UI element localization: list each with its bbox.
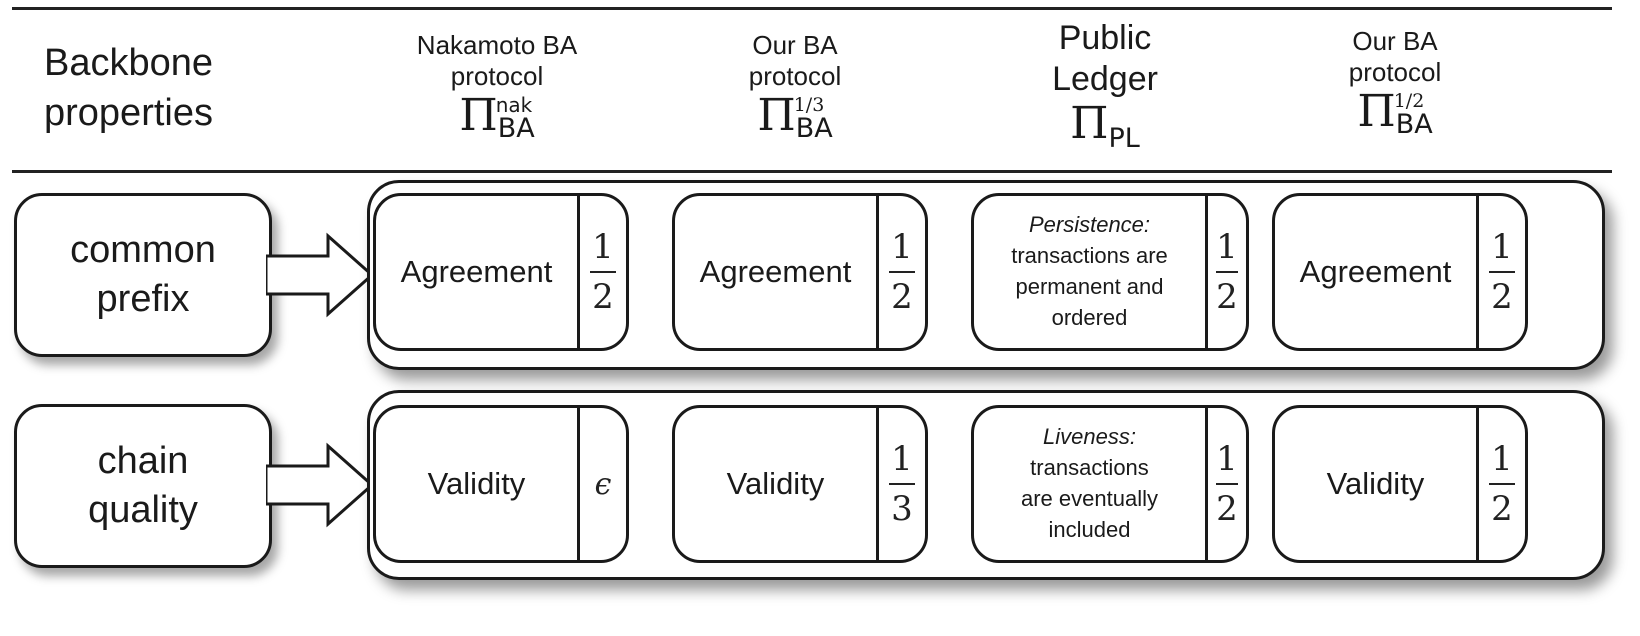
- liveness-cell: Liveness: transactions are eventually in…: [971, 405, 1249, 563]
- backbone-properties-heading: Backbone properties: [44, 42, 214, 135]
- top-rule: [12, 7, 1612, 10]
- right-arrow-icon: [266, 442, 375, 528]
- common-prefix-box: common prefix: [14, 193, 272, 357]
- nakamoto-validity-cell: Validity ϵ: [373, 405, 629, 563]
- pi-pl-symbol: ΠPL: [1070, 97, 1140, 154]
- chain-quality-box: chain quality: [14, 404, 272, 568]
- header-rule: [12, 170, 1612, 173]
- column-header-public-ledger: Public Ledger ΠPL: [1010, 18, 1200, 152]
- persistence-cell: Persistence: transactions are permanent …: [971, 193, 1249, 351]
- epsilon-value: ϵ: [577, 408, 626, 560]
- right-arrow-icon: [266, 232, 375, 318]
